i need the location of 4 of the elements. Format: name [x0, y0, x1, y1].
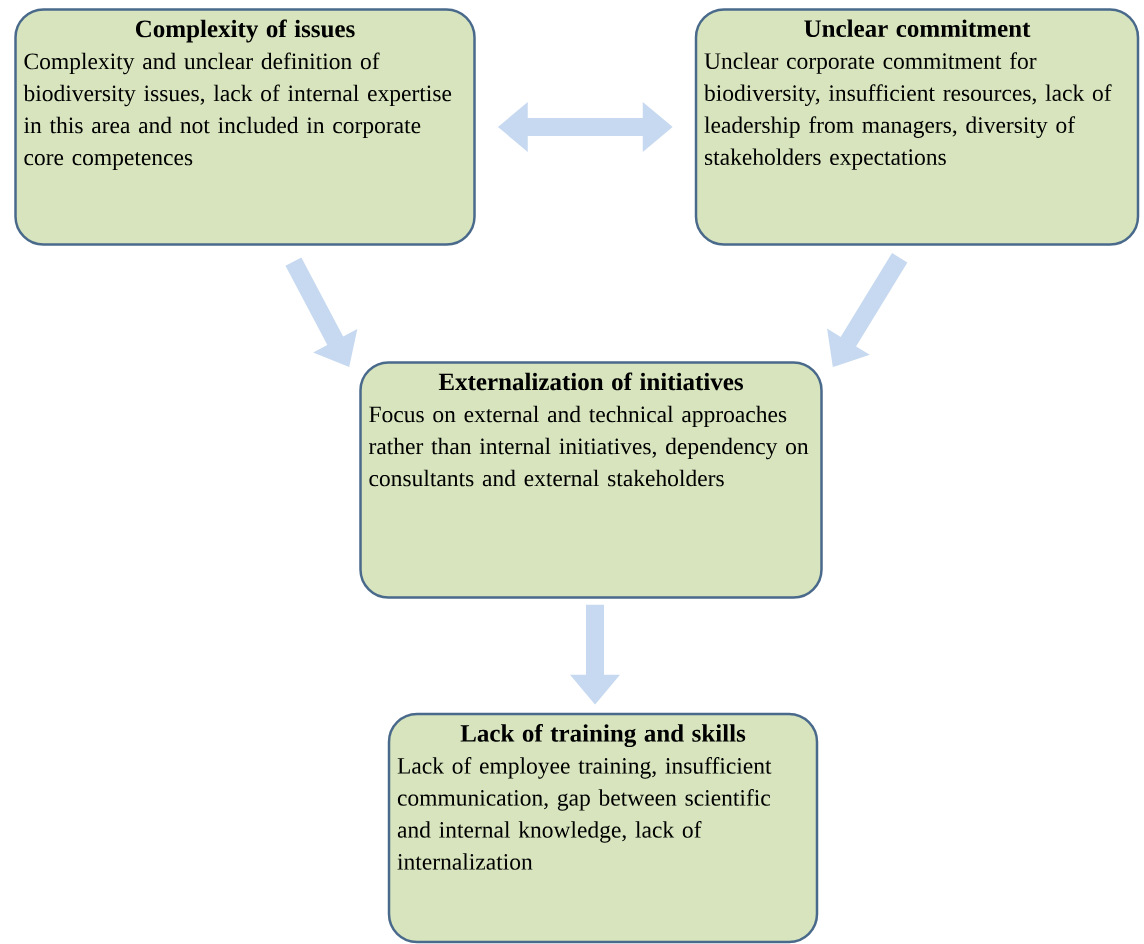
- rounded-box: Externalization of initiatives Focus on external and technical approaches rather than internal initiatives, dependency on consultants and external stakeholders: [359, 361, 823, 599]
- rounded-box: Complexity of issues Complexity and unclear definition of biodiversity issues, lack of internal expertise in this area and not included in corporate core competences: [14, 8, 476, 246]
- rounded-box: Lack of training and skills Lack of employee training, insufficient communication, gap between scientific and internal knowledge, lack of internalization: [387, 712, 819, 944]
- rounded-box: Unclear commitment Unclear corporate commitment for biodiversity, insufficient resources, lack of leadership from managers, diversity of stakeholders expectations: [694, 8, 1140, 246]
